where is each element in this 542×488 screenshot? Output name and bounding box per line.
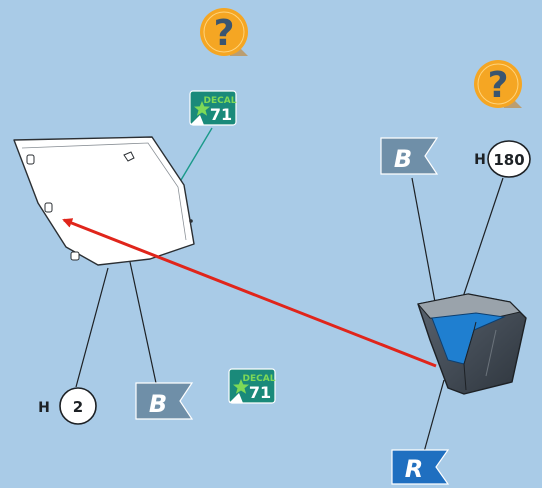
tray-part: [417, 293, 527, 395]
help-badge: ?: [474, 60, 522, 108]
panel-clip: [70, 251, 80, 261]
star-decal-icon: [233, 379, 249, 394]
hardware-quantity: 2: [73, 398, 83, 416]
flag-letter: B: [149, 390, 167, 418]
hardware-callout: H 2: [38, 387, 97, 425]
hardware-prefix: H: [38, 400, 50, 416]
leader-lines: [75, 177, 504, 453]
decal-title: DECAL: [243, 374, 276, 384]
flag-letter: R: [405, 455, 423, 483]
leader-line-panel-h2: [75, 267, 109, 388]
leader-line-tray-flag-b: [411, 177, 436, 303]
flag-label: B: [135, 382, 194, 420]
decal-number: 71: [210, 105, 232, 124]
placement-arrow: [62, 218, 437, 368]
hardware-callout: H 180: [474, 140, 531, 178]
flag-icon: [391, 449, 450, 485]
decal-title: DECAL: [204, 96, 237, 106]
decal-callout: DECAL 71: [228, 368, 276, 404]
hardware-prefix: H: [474, 152, 486, 168]
panel-part: [13, 136, 195, 266]
panel-clip: [123, 151, 135, 162]
question-badge-icon: ?: [488, 65, 509, 106]
question-badge-icon: ?: [214, 13, 235, 54]
star-decal-icon: [194, 101, 210, 116]
decal-number: 71: [249, 383, 271, 402]
flag-label: B: [380, 137, 439, 175]
flag-label: R: [391, 449, 450, 485]
help-badge: ?: [200, 8, 248, 56]
hardware-quantity: 180: [493, 151, 524, 169]
leader-line-panel-flag-b: [129, 261, 157, 384]
flag-icon: [380, 137, 439, 175]
panel-clip: [26, 154, 35, 165]
panel-clip: [44, 202, 53, 213]
decal-callout: DECAL 71: [189, 90, 237, 126]
leader-line-tray-flag-r: [423, 379, 445, 453]
flag-icon: [135, 382, 194, 420]
leader-line-tray-h180: [461, 177, 504, 301]
flag-letter: B: [394, 145, 412, 173]
